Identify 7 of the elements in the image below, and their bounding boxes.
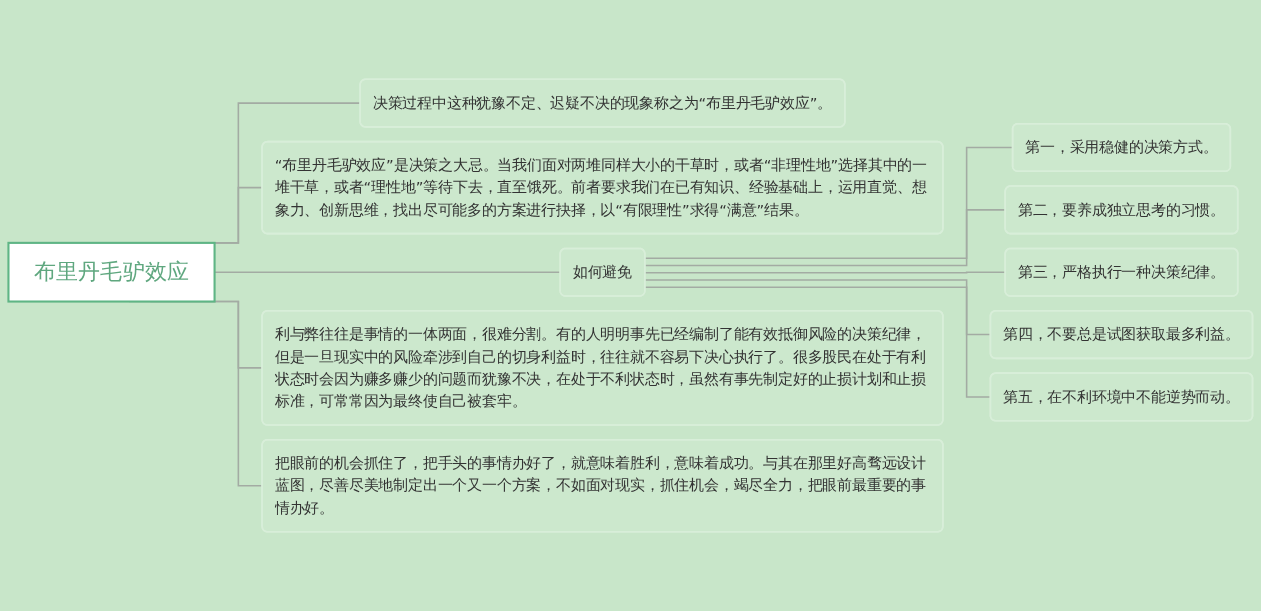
- node-text: 把眼前的机会抓住了，把手头的事情办好了，就意味着胜利，意味着成功。与其在那里好高骛远设计蓝图，尽善尽美地制定出一个又一个方案，不如面对现实，抓住机会，竭尽全力，把眼前最重要的事情办好。: [274, 454, 926, 516]
- node-text: 决策过程中这种犹豫不定、迟疑不决的现象称之为“布里丹毛驴效应”。: [372, 94, 833, 112]
- node-box: 布里丹毛驴效应: [7, 241, 216, 303]
- node-text: 利与弊往往是事情的一体两面，很难分割。有的人明明事先已经编制了能有效抵御风险的决策纪律，但是一旦现实中的风险牵涉到自己的切身利益时，往往就不容易下决心执行了。很多股民在处于有利状态时会因为赚多赚少的问题而犹豫不决，在处于不利状态时，虽然有事先制定好的止损计划和止损标准，可常常因为最终使自己被套牢。: [274, 325, 926, 410]
- node-text: 第四，不要总是试图获取最多利益。: [1003, 325, 1240, 343]
- node-text: 第五，在不利环境中不能逆势而动。: [1003, 387, 1240, 405]
- node-text: 第一，采用稳健的决策方式。: [1025, 138, 1218, 156]
